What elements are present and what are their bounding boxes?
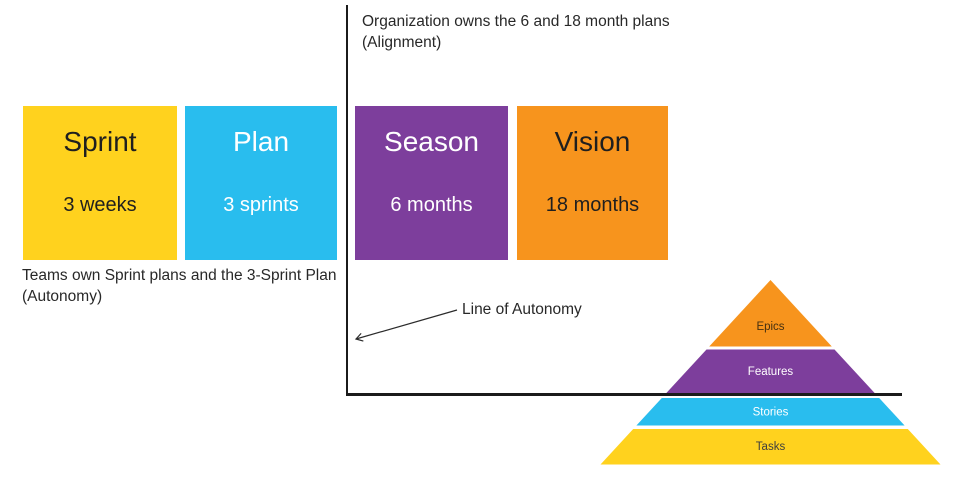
autonomy-arrow (354, 309, 458, 342)
organization-note: Organization owns the 6 and 18 month pla… (362, 12, 670, 53)
organization-note-line2: (Alignment) (362, 33, 442, 51)
pyramid-label-epics: Epics (756, 321, 784, 333)
pyramid-layer-epics (709, 280, 832, 347)
vision-box-subtitle: 18 months (545, 194, 640, 216)
vision-box-title: Vision (554, 126, 631, 157)
autonomy-arrow-line (354, 309, 458, 342)
pyramid-label-stories: Stories (753, 407, 789, 419)
team-note: Teams own Sprint plans and the 3-Sprint … (22, 266, 336, 307)
pyramid-layer-features (665, 349, 876, 394)
season-box: Season 6 months (355, 106, 508, 260)
sprint-box-subtitle: 3 weeks (63, 194, 137, 216)
sprint-box: Sprint 3 weeks (23, 106, 177, 260)
alignment-axis-vertical-line (345, 5, 348, 395)
pyramid-layer-stories (636, 398, 905, 426)
line-of-autonomy-horizontal-line (346, 393, 902, 396)
pyramid-label-features: Features (748, 366, 794, 378)
line-of-autonomy-label: Line of Autonomy (462, 301, 582, 318)
sprint-box-title: Sprint (63, 126, 137, 157)
team-note-line1: Teams own Sprint plans and the 3-Sprint … (22, 267, 337, 284)
plan-box-title: Plan (232, 126, 290, 157)
plan-box: Plan 3 sprints (185, 106, 337, 260)
organization-note-line1: Organization owns the 6 and 18 month pla… (362, 13, 670, 30)
backlog-pyramid: Epics Features Stories Tasks (600, 280, 941, 465)
vision-box: Vision 18 months (517, 106, 668, 260)
season-box-title: Season (384, 126, 479, 157)
pyramid-layer-tasks (600, 429, 941, 465)
pyramid-label-tasks: Tasks (756, 441, 786, 453)
season-box-subtitle: 6 months (390, 194, 473, 216)
team-note-line2: (Autonomy) (22, 287, 103, 305)
plan-box-subtitle: 3 sprints (223, 194, 299, 216)
